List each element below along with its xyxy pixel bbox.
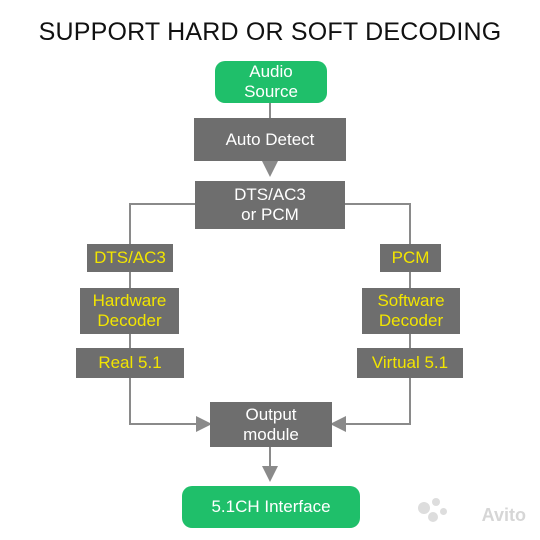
node-real-51: Real 5.1 — [76, 348, 184, 378]
node-hardware-decoder: Hardware Decoder — [80, 288, 179, 334]
node-dts-or-pcm: DTS/AC3 or PCM — [195, 181, 345, 229]
connector-branch-left — [129, 203, 195, 244]
connector-merge-left — [129, 378, 212, 432]
node-right-pcm: PCM — [380, 244, 441, 272]
node-output-module: Output module — [210, 402, 332, 447]
connector-branch-right — [345, 203, 411, 244]
diagram-title: SUPPORT HARD OR SOFT DECODING — [38, 18, 502, 46]
watermark-logo-icon — [418, 498, 448, 524]
node-virtual-51: Virtual 5.1 — [357, 348, 463, 378]
node-interface: 5.1CH Interface — [182, 486, 360, 528]
node-auto-detect: Auto Detect — [194, 118, 346, 161]
node-left-dts: DTS/AC3 — [87, 244, 173, 272]
node-software-decoder: Software Decoder — [362, 288, 460, 334]
connector-merge-right — [330, 378, 411, 432]
node-audio-source: Audio Source — [215, 61, 327, 103]
watermark-text: Avito — [481, 505, 526, 525]
